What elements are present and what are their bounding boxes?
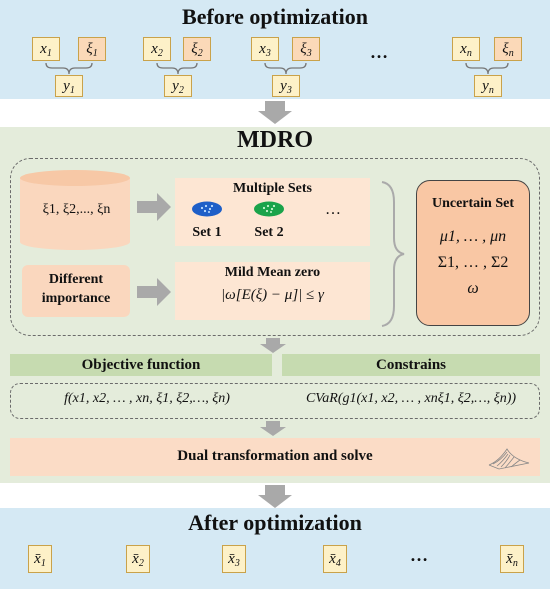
xbar-4-box: x̄4 — [323, 545, 347, 573]
objective-function-bar: Objective function — [10, 354, 272, 376]
dual-transformation-label: Dual transformation and solve — [177, 448, 373, 464]
y1-box: y1 — [55, 75, 83, 97]
x3-box: x3 — [251, 37, 279, 61]
right-arrows — [137, 193, 171, 306]
surface-plot-icon — [488, 448, 530, 470]
xi1-box: ξ1 — [78, 37, 106, 61]
arrow-down-3 — [266, 421, 280, 427]
mdro-title: MDRO — [237, 127, 313, 153]
arrow-down-4 — [265, 485, 285, 495]
uncertain-brace — [381, 181, 405, 327]
yn-box: yn — [474, 75, 502, 97]
uncertain-set-line-2: Σ1, … , Σ2 — [437, 254, 509, 271]
y2-box: y2 — [164, 75, 192, 97]
uncertain-set-title: Uncertain Set — [431, 196, 515, 211]
set-ellipses — [192, 201, 284, 217]
pair-braces — [45, 62, 509, 75]
importance-line-2: importance — [41, 291, 111, 306]
arrow-down-2 — [266, 338, 280, 344]
mild-mean-box — [175, 262, 370, 320]
uncertain-set-box — [416, 180, 530, 326]
formula-dashed-box — [10, 383, 540, 419]
xn-box: xn — [452, 37, 480, 61]
objective-formula: f(x1, x2, … , xn, ξ1, ξ2,…, ξn) — [64, 391, 230, 406]
pairs-ellipsis: … — [370, 42, 389, 62]
x1-box: x1 — [32, 37, 60, 61]
sets-ellipsis: … — [325, 201, 341, 218]
arrow-down-3-head — [260, 427, 286, 436]
y3-box: y3 — [272, 75, 300, 97]
uncertain-set-line-3: ω — [467, 280, 479, 297]
constrains-bar: Constrains — [282, 354, 540, 376]
xbar-2-box: x̄2 — [126, 545, 150, 573]
mild-mean-formula: |ω[E(ξ) − μ]| ≤ γ — [221, 287, 324, 303]
arrow-down-4-head — [258, 495, 292, 508]
dual-transformation-bar — [10, 438, 540, 476]
after-optimization-band — [0, 508, 550, 589]
set-2-label: Set 2 — [254, 225, 284, 240]
xbar-n-box: x̄n — [500, 545, 524, 573]
mild-mean-title: Mild Mean zero — [224, 265, 321, 280]
importance-line-1: Different — [48, 272, 104, 287]
xbar-1-box: x̄1 — [28, 545, 52, 573]
different-importance-box: Different importance — [22, 265, 130, 317]
xi-cylinder — [20, 170, 130, 250]
multiple-sets-title: Multiple Sets — [233, 181, 312, 196]
xi3-box: ξ3 — [292, 37, 320, 61]
xin-box: ξn — [494, 37, 522, 61]
after-optimization-title: After optimization — [188, 510, 362, 535]
xi-cylinder-text: ξ1, ξ2,..., ξn — [42, 202, 111, 217]
mdro-dashed-group — [10, 158, 540, 336]
constraint-formula: CVaR(g1(x1, x2, … , xnξ1, ξ2,…, ξn)) — [305, 391, 517, 406]
x2-box: x2 — [143, 37, 171, 61]
uncertain-set-line-1: μ1, … , μn — [439, 228, 507, 245]
xbar-3-box: x̄3 — [222, 545, 246, 573]
set-1-label: Set 1 — [192, 225, 222, 240]
xi2-box: ξ2 — [183, 37, 211, 61]
arrow-down-2-head — [260, 344, 286, 353]
arrow-down-1 — [265, 101, 285, 111]
arrow-down-1-head — [258, 111, 292, 124]
results-ellipsis: … — [410, 545, 429, 565]
before-optimization-title: Before optimization — [182, 4, 368, 29]
